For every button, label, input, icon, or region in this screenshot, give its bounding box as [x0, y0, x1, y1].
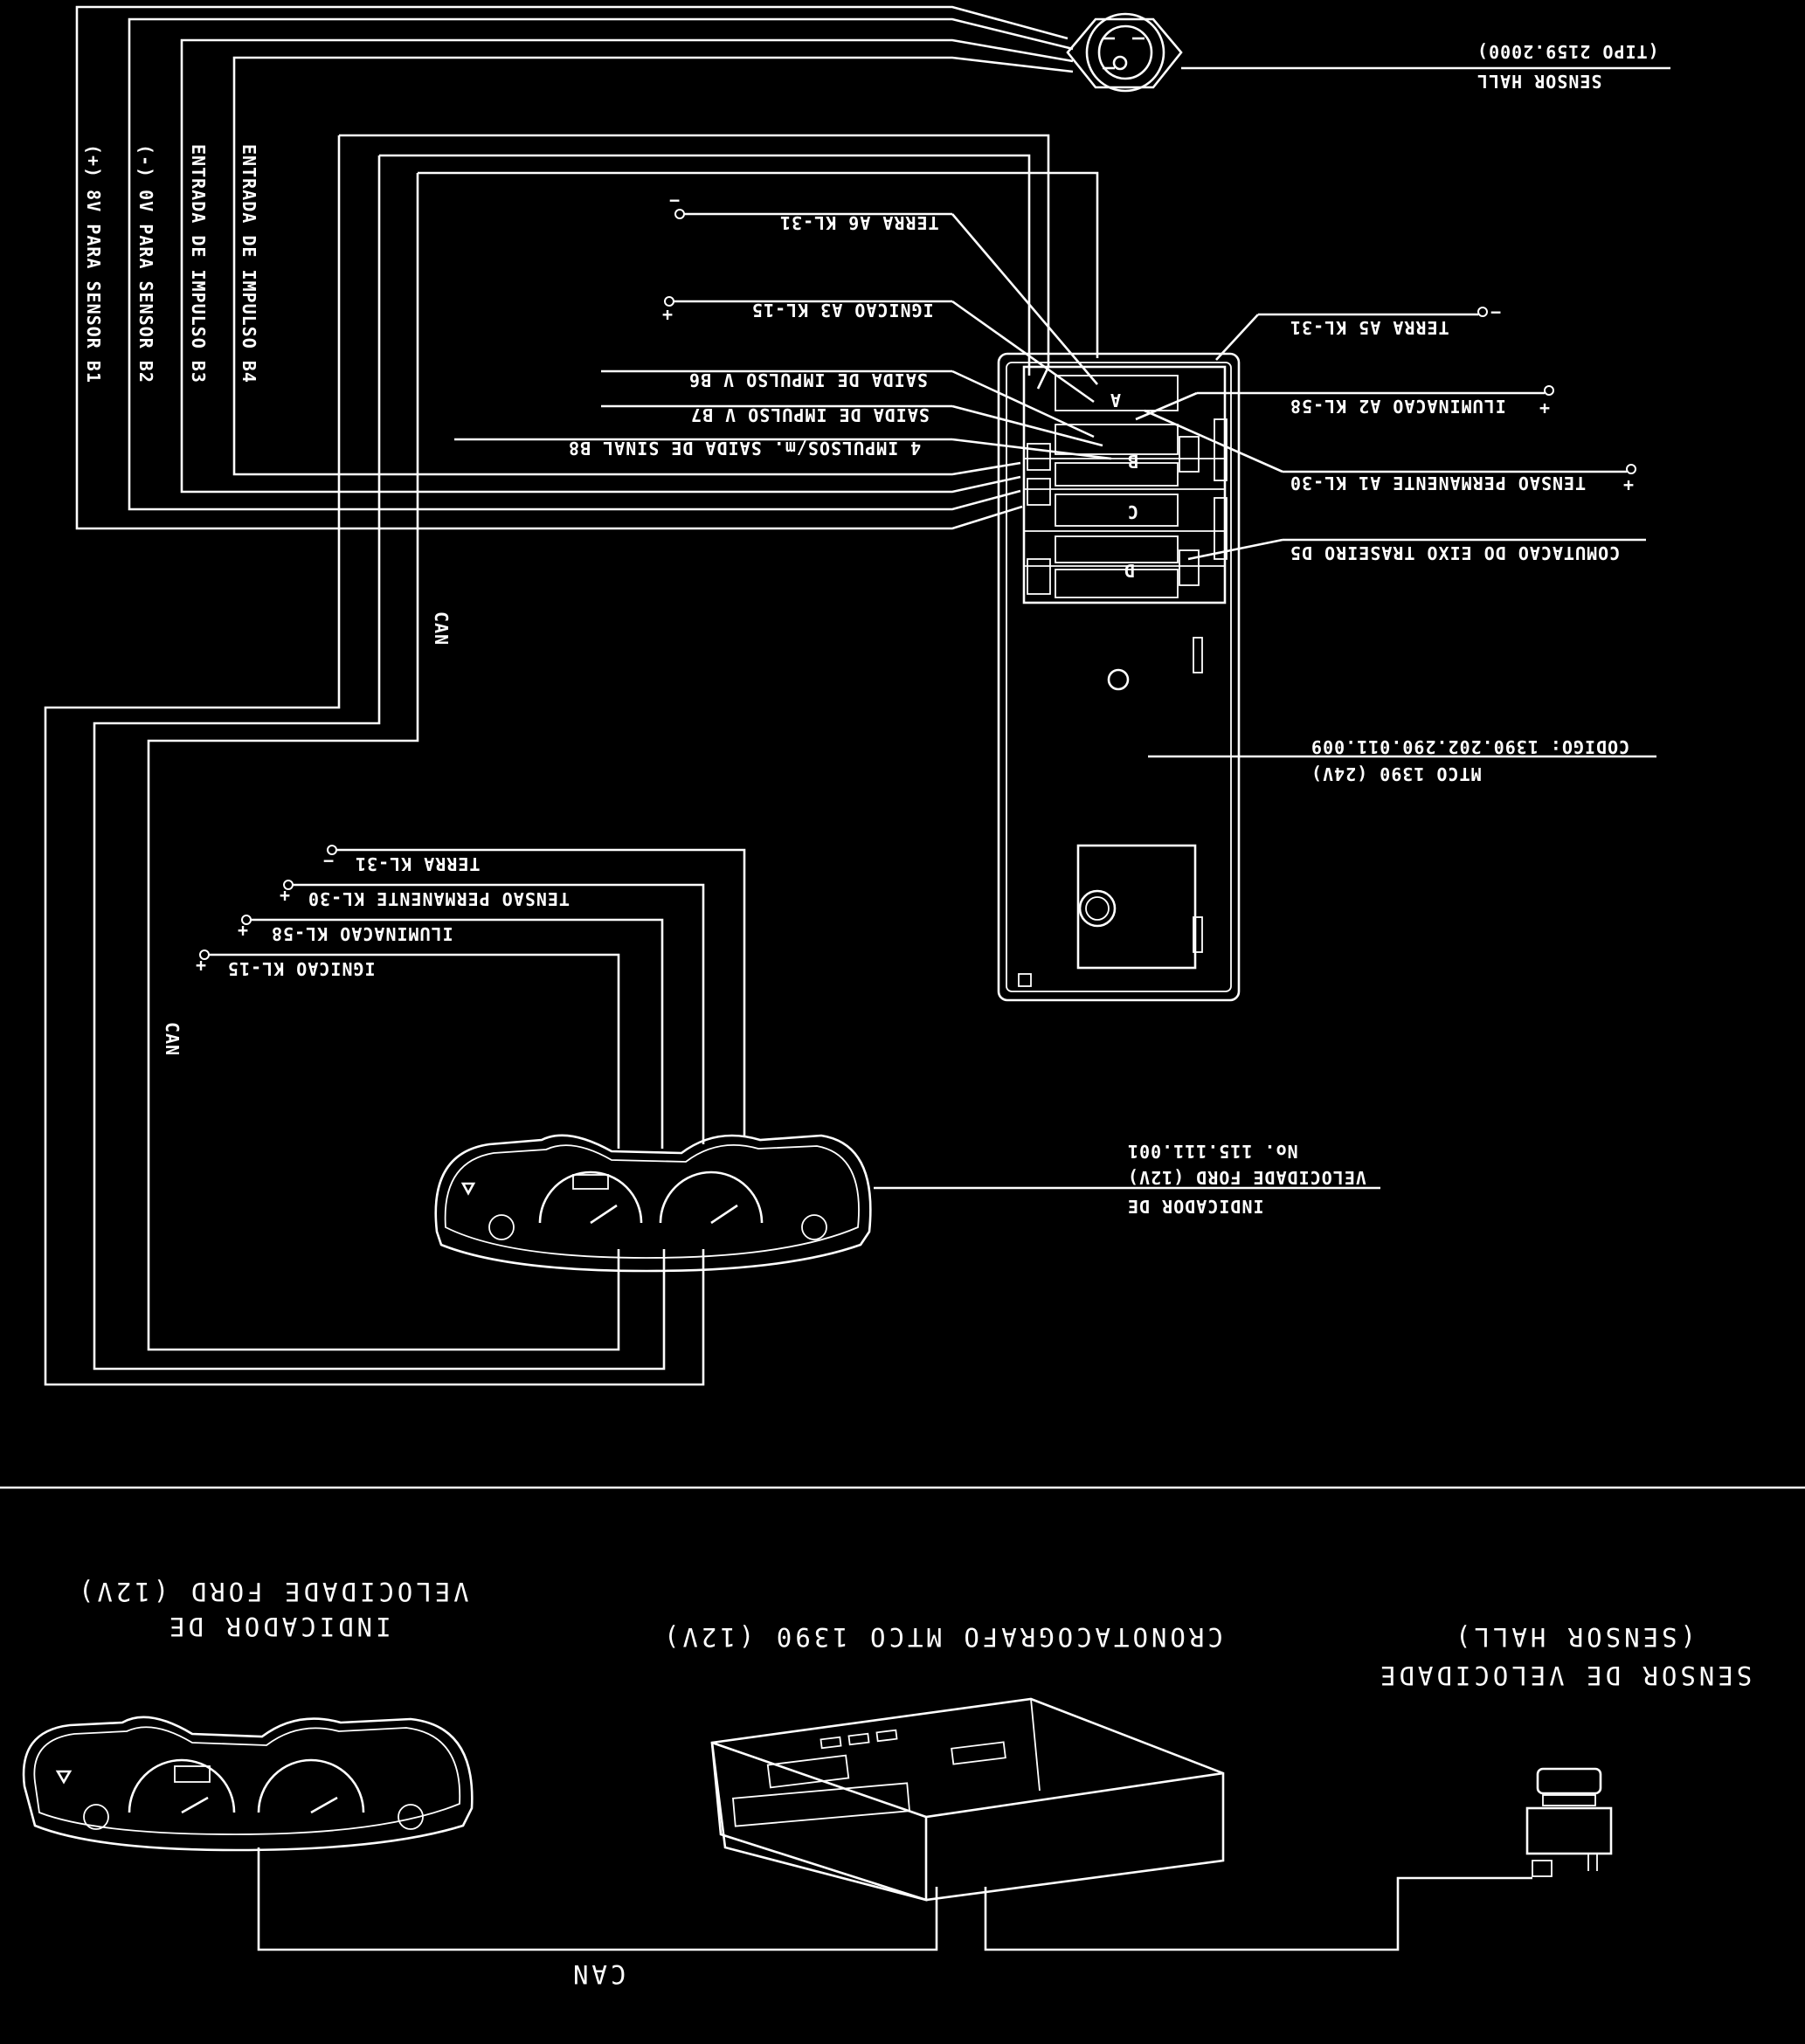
terminal-sign: +	[238, 920, 249, 941]
connector-c-label: C	[1127, 501, 1138, 522]
bottom-sensor-line1: (SENSOR HALL)	[1452, 1622, 1696, 1652]
cluster-pin-iluminacao: ILUMINACAO KL-58	[271, 923, 453, 944]
connector-a-label: A	[1110, 390, 1121, 411]
bottom-can-label: CAN	[570, 1959, 626, 1989]
bottom-tachograph-label: CRONOTACOGRAFO MTCO 1390 (12V)	[660, 1622, 1223, 1652]
terminal-sign: +	[1623, 474, 1635, 495]
pin-saida-b7: SAIDA DE IMPULSO V B7	[690, 404, 930, 425]
can-label-1: CAN	[431, 611, 452, 646]
sensor-wire-b1: (+) 8V PARA SENSOR B1	[83, 144, 104, 383]
instrument-cluster-top	[434, 1134, 1380, 1273]
terminal-sign: −	[669, 190, 681, 211]
cluster-number: No. 115.111.001	[1127, 1141, 1298, 1162]
pin-sinal-b8: 4 IMPULSOS/m. SAIDA DE SINAL B8	[568, 438, 921, 459]
connector-b-label: B	[1127, 451, 1138, 472]
pin-terra-a5: TERRA A5 KL-31	[1290, 317, 1449, 338]
terminal-sign: +	[280, 885, 291, 906]
cluster-pin-ignicao: IGNICAO KL-15	[227, 958, 376, 979]
cluster-pin-wires	[199, 845, 746, 1149]
instrument-cluster-bottom	[22, 1716, 474, 1852]
pin-ignicao-a3: IGNICAO A3 KL-15	[751, 300, 934, 321]
sensor-wire-b2: (-) 0V PARA SENSOR B2	[135, 144, 156, 383]
tachograph-code: CODIGO: 1390.202.290.011.009	[1311, 736, 1629, 757]
terminal-sign: −	[1490, 301, 1502, 322]
cluster-pin-terra: TERRA KL-31	[355, 853, 480, 874]
sensor-wire-b3: ENTRADA DE IMPULSO B3	[188, 144, 209, 383]
pin-iluminacao-a2: ILUMINACAO A2 KL-58	[1290, 396, 1506, 417]
bottom-speedometer-line2: INDICADOR DE	[166, 1612, 391, 1641]
terminal-sign: +	[662, 304, 674, 325]
terminal-sign: −	[323, 850, 335, 871]
sensor-hall-type: (TIPO 2159.2000)	[1477, 41, 1659, 62]
can-label-2: CAN	[162, 1022, 183, 1056]
pin-tensao-a1: TENSAO PERMANENTE A1 KL-30	[1290, 473, 1586, 494]
sensor-wire-b4: ENTRADA DE IMPULSO B4	[239, 144, 259, 383]
terminal-sign: +	[1539, 397, 1551, 418]
tachograph-body	[997, 352, 1241, 1002]
terminal-sign: +	[196, 955, 207, 976]
tachograph-left-leaders	[454, 209, 1112, 460]
can-wires	[44, 134, 1099, 1386]
cluster-line1: INDICADOR DE	[1127, 1196, 1264, 1217]
sensor-hall-label: SENSOR HALL	[1477, 71, 1601, 92]
pin-comutacao-d5: COMUTACAO DO EIXO TRASEIRO D5	[1290, 542, 1620, 563]
tachograph-right-leaders	[1135, 307, 1646, 561]
bottom-speedometer-line1: VELOCIDADE FORD (12V)	[75, 1577, 469, 1606]
pin-saida-b6: SAIDA DE IMPULSO V B6	[688, 369, 928, 390]
sensor-wires	[75, 5, 1074, 530]
tachograph-unit-bottom	[710, 1697, 1225, 1902]
connector-d-label: D	[1124, 560, 1135, 581]
speed-sensor-bottom	[1525, 1767, 1613, 1877]
bottom-sensor-line2: SENSOR DE VELOCIDADE	[1377, 1661, 1752, 1690]
tachograph-model: MTCO 1390 (24V)	[1311, 763, 1482, 784]
cluster-pin-tensao: TENSAO PERMANENTE KL-30	[308, 888, 570, 909]
cluster-line2: VELOCIDADE FORD (12V)	[1127, 1167, 1366, 1188]
bottom-can-wiring	[257, 1847, 1532, 1951]
hall-sensor-top	[1066, 12, 1670, 93]
pin-terra-a6: TERRA A6 KL-31	[779, 212, 939, 233]
